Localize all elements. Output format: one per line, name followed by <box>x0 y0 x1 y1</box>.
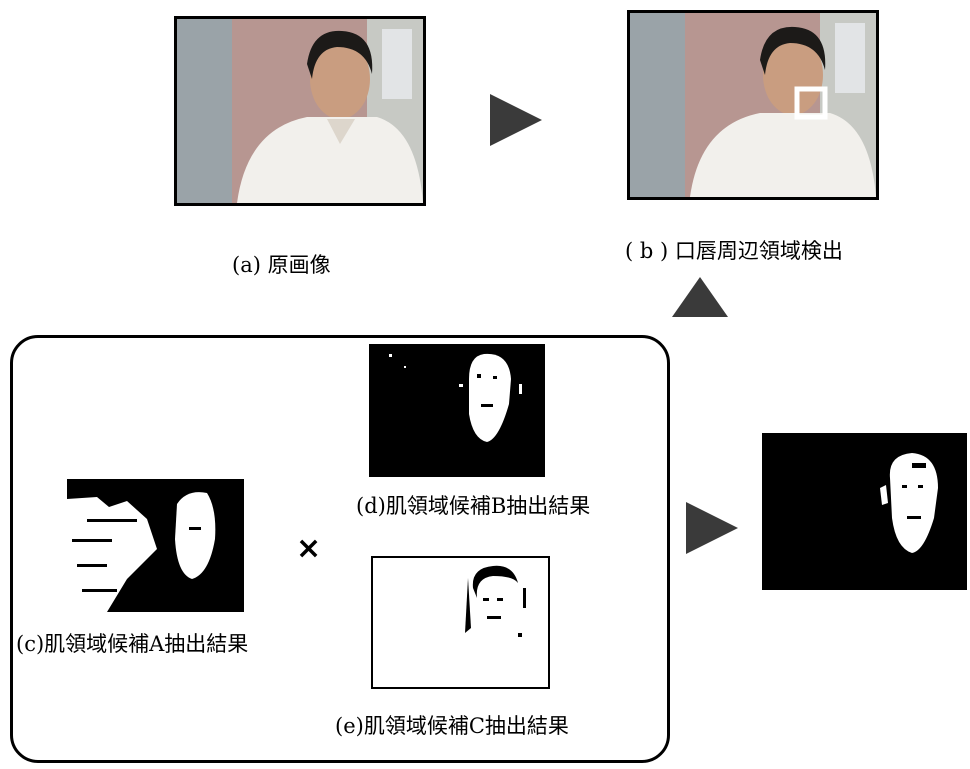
caption-lip-detection: ( b ) 口唇周辺領域検出 <box>625 239 843 263</box>
skin-candidate-a-mask <box>67 479 244 612</box>
lip-detection-image <box>627 10 879 200</box>
skin-region-result-mask <box>762 433 967 590</box>
up-arrow-icon <box>672 277 728 317</box>
right-arrow-icon <box>490 94 542 146</box>
skin-candidate-group <box>10 335 670 763</box>
right-arrow-icon <box>686 502 738 554</box>
caption-skin-candidate-c: (e)肌領域候補C抽出結果 <box>335 714 569 738</box>
skin-candidate-b-mask <box>369 344 545 477</box>
skin-candidate-c-mask <box>371 556 550 689</box>
original-image <box>174 16 426 206</box>
lip-region-box <box>794 86 828 120</box>
caption-original-image: (a) 原画像 <box>232 253 331 277</box>
person-photo-b <box>630 13 876 197</box>
person-photo-a <box>177 19 423 203</box>
multiply-icon: × <box>296 531 322 566</box>
caption-skin-candidate-b: (d)肌領域候補B抽出結果 <box>356 494 591 518</box>
caption-skin-candidate-a: (c)肌領域候補A抽出結果 <box>16 632 249 656</box>
